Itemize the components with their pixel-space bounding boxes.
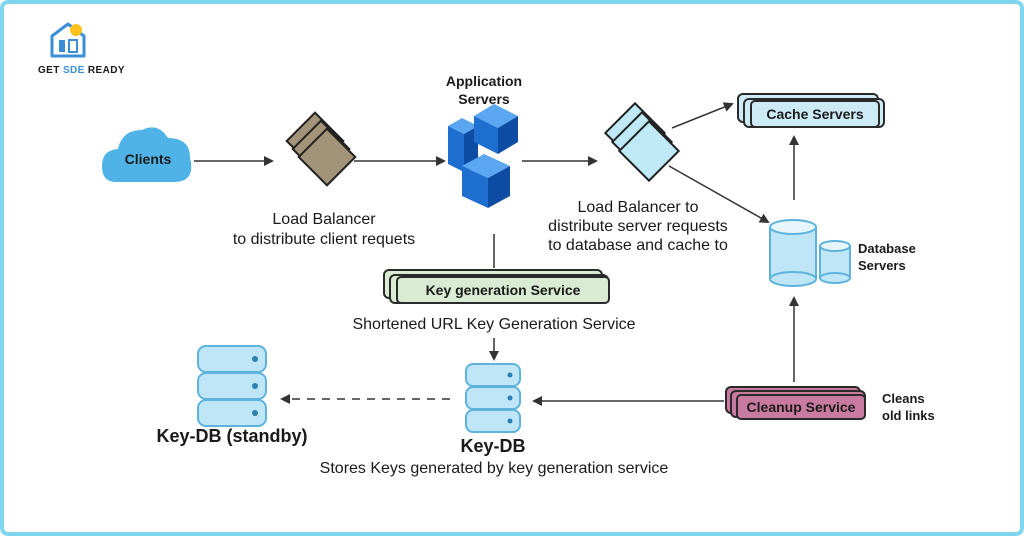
load-balancer-server-label: Load Balancer to distribute server reque…	[518, 198, 758, 255]
brand-name-part2: SDE	[62, 65, 85, 76]
brand-name-part3: READY	[84, 65, 125, 76]
load-balancer-client-line1: Load Balancer	[272, 211, 376, 228]
connector-arrows	[194, 102, 799, 406]
application-servers-label: Application Servers	[420, 72, 548, 108]
key-db-description: Stores Keys generated by key generation …	[319, 460, 669, 477]
cleanup-description-line1: Cleans	[882, 391, 925, 406]
key-db-standby-label: Key-DB (standby)	[156, 426, 308, 446]
database-servers-line2: Servers	[858, 258, 906, 273]
load-balancer-client-label: Load Balancer to distribute client reque…	[194, 210, 454, 250]
database-servers-icon	[769, 219, 851, 287]
load-balancer-server-line1: Load Balancer to	[577, 199, 699, 216]
key-generation-service-node: Key generation Service	[396, 276, 610, 304]
load-balancer-server-line2: distribute server requests	[548, 218, 728, 235]
brand-logo-icon	[50, 22, 86, 58]
load-balancer-client-icon	[285, 111, 357, 187]
cleanup-description: Cleans old links	[882, 390, 935, 424]
database-servers-label: Database Servers	[858, 240, 916, 274]
load-balancer-server-line3: to database and cache to	[548, 237, 728, 254]
clients-label: Clients	[124, 151, 172, 167]
cleanup-service-node: Cleanup Service	[736, 394, 866, 420]
key-db-standby-icon	[197, 345, 267, 427]
brand-name: GET SDE READY	[38, 65, 125, 76]
application-servers-line1: Application	[445, 73, 523, 89]
cleanup-description-line2: old links	[882, 408, 935, 423]
cache-servers-node: Cache Servers	[750, 100, 880, 128]
key-generation-service-description: Shortened URL Key Generation Service	[352, 316, 636, 333]
key-db-icon	[465, 363, 521, 433]
key-db-label: Key-DB	[460, 436, 526, 456]
application-servers-line2: Servers	[458, 91, 510, 107]
load-balancer-client-line2: to distribute client requets	[232, 231, 416, 248]
load-balancer-server-icon	[603, 101, 681, 183]
clients-cloud-icon	[102, 127, 192, 182]
brand-name-part1: GET	[38, 65, 63, 76]
application-servers-icon	[448, 104, 518, 208]
database-servers-line1: Database	[858, 241, 916, 256]
